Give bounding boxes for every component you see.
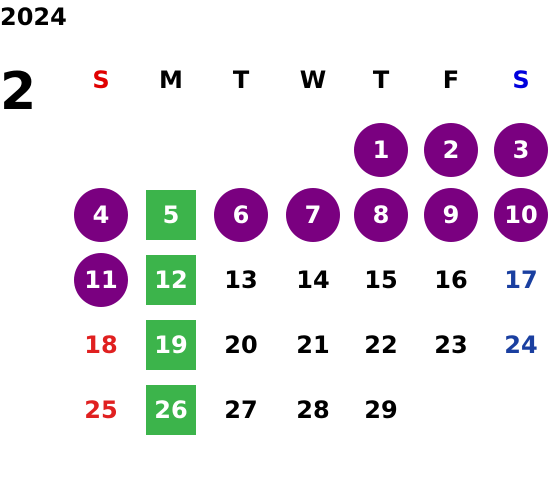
calendar-day-13[interactable]: 13 — [224, 266, 258, 294]
calendar-day-24[interactable]: 24 — [504, 331, 538, 359]
calendar-day-5[interactable]: 5 — [146, 190, 196, 240]
weekday-header-tuesday: T — [232, 66, 250, 94]
calendar-day-17[interactable]: 17 — [504, 266, 538, 294]
calendar-day-14[interactable]: 14 — [296, 266, 330, 294]
calendar-day-3[interactable]: 3 — [494, 123, 548, 177]
weekday-header-thursday: T — [372, 66, 390, 94]
calendar-day-2[interactable]: 2 — [424, 123, 478, 177]
calendar-day-10[interactable]: 10 — [494, 188, 548, 242]
calendar-day-23[interactable]: 23 — [434, 331, 468, 359]
calendar-day-7[interactable]: 7 — [286, 188, 340, 242]
calendar-day-18[interactable]: 18 — [84, 331, 118, 359]
calendar-day-27[interactable]: 27 — [224, 396, 258, 424]
calendar-day-4[interactable]: 4 — [74, 188, 128, 242]
calendar-day-12[interactable]: 12 — [146, 255, 196, 305]
calendar-day-6[interactable]: 6 — [214, 188, 268, 242]
weekday-header-wednesday: W — [299, 66, 327, 94]
calendar-day-16[interactable]: 16 — [434, 266, 468, 294]
calendar-day-19[interactable]: 19 — [146, 320, 196, 370]
calendar-day-9[interactable]: 9 — [424, 188, 478, 242]
calendar-day-26[interactable]: 26 — [146, 385, 196, 435]
weekday-header-saturday: S — [512, 66, 530, 94]
calendar-day-15[interactable]: 15 — [364, 266, 398, 294]
calendar-day-29[interactable]: 29 — [364, 396, 398, 424]
month-label: 2 — [0, 62, 37, 122]
calendar-day-22[interactable]: 22 — [364, 331, 398, 359]
calendar-day-11[interactable]: 11 — [74, 253, 128, 307]
weekday-header-monday: M — [159, 66, 183, 94]
calendar-day-20[interactable]: 20 — [224, 331, 258, 359]
calendar-day-8[interactable]: 8 — [354, 188, 408, 242]
calendar-day-21[interactable]: 21 — [296, 331, 330, 359]
calendar-day-28[interactable]: 28 — [296, 396, 330, 424]
year-label: 2024 — [0, 3, 67, 31]
calendar-day-25[interactable]: 25 — [84, 396, 118, 424]
weekday-header-friday: F — [442, 66, 460, 94]
weekday-header-sunday: S — [92, 66, 110, 94]
calendar-day-1[interactable]: 1 — [354, 123, 408, 177]
